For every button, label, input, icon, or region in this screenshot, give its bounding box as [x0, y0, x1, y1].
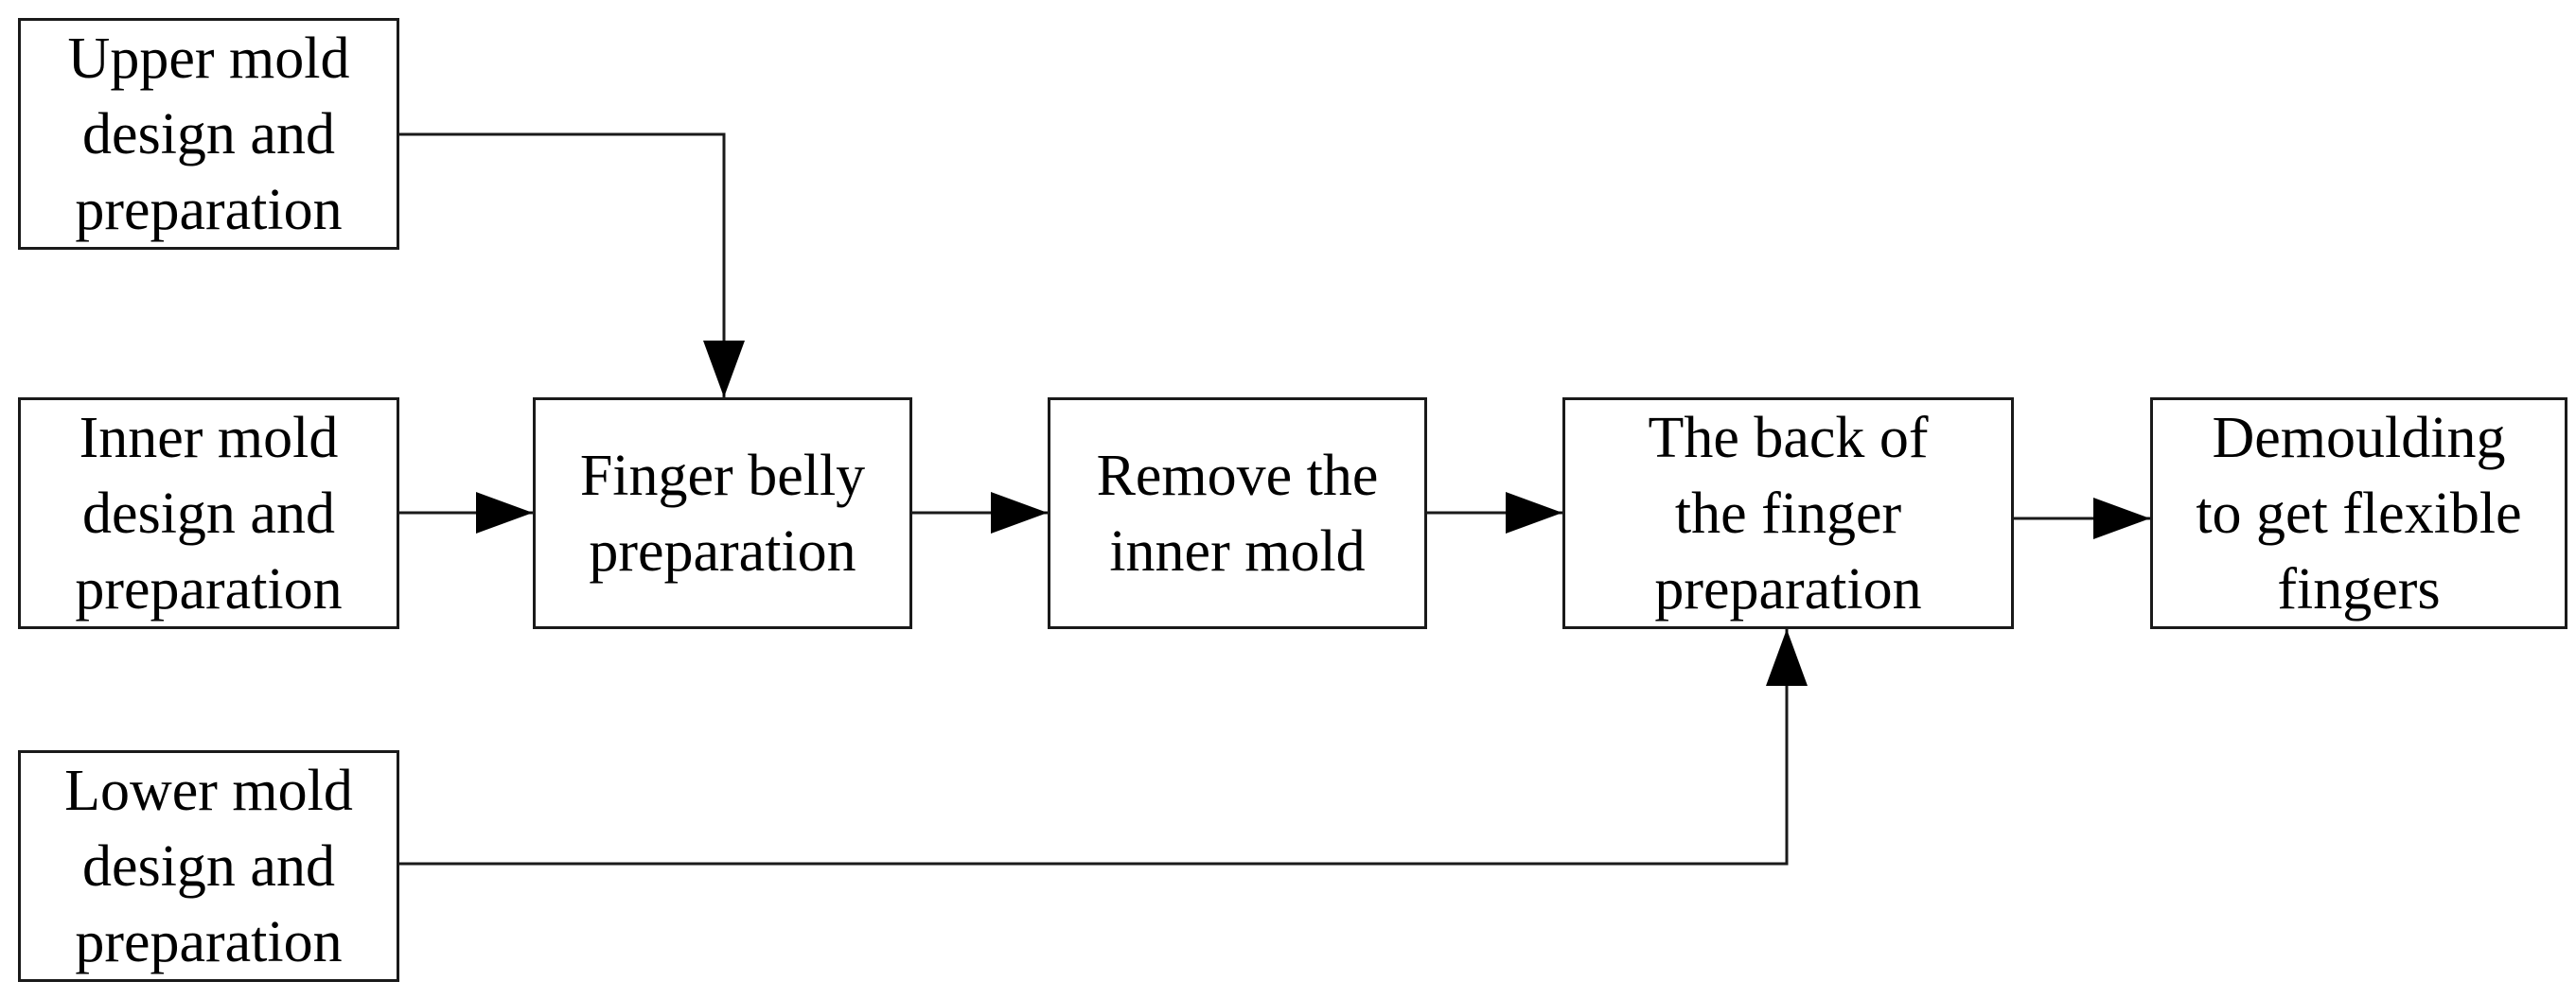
- demoulding-box: Demoulding to get flexible fingers: [2150, 397, 2567, 629]
- edge-upper-to-belly: [399, 132, 745, 397]
- demoulding-label: Demoulding to get flexible fingers: [2196, 405, 2522, 622]
- remove-inner-mold-label: Remove the inner mold: [1096, 443, 1379, 584]
- remove-inner-mold-box: Remove the inner mold: [1048, 397, 1427, 629]
- finger-belly-box: Finger belly preparation: [533, 397, 912, 629]
- inner-mold-label: Inner mold design and preparation: [75, 405, 343, 622]
- finger-back-box: The back of the finger preparation: [1562, 397, 2014, 629]
- edge-lower-to-back: [399, 629, 1808, 866]
- finger-belly-label: Finger belly preparation: [579, 443, 866, 584]
- lower-mold-label: Lower mold design and preparation: [64, 758, 353, 974]
- inner-mold-box: Inner mold design and preparation: [18, 397, 399, 629]
- lower-mold-box: Lower mold design and preparation: [18, 750, 399, 982]
- upper-mold-label: Upper mold design and preparation: [67, 26, 350, 242]
- upper-mold-box: Upper mold design and preparation: [18, 18, 399, 250]
- finger-back-label: The back of the finger preparation: [1648, 405, 1929, 622]
